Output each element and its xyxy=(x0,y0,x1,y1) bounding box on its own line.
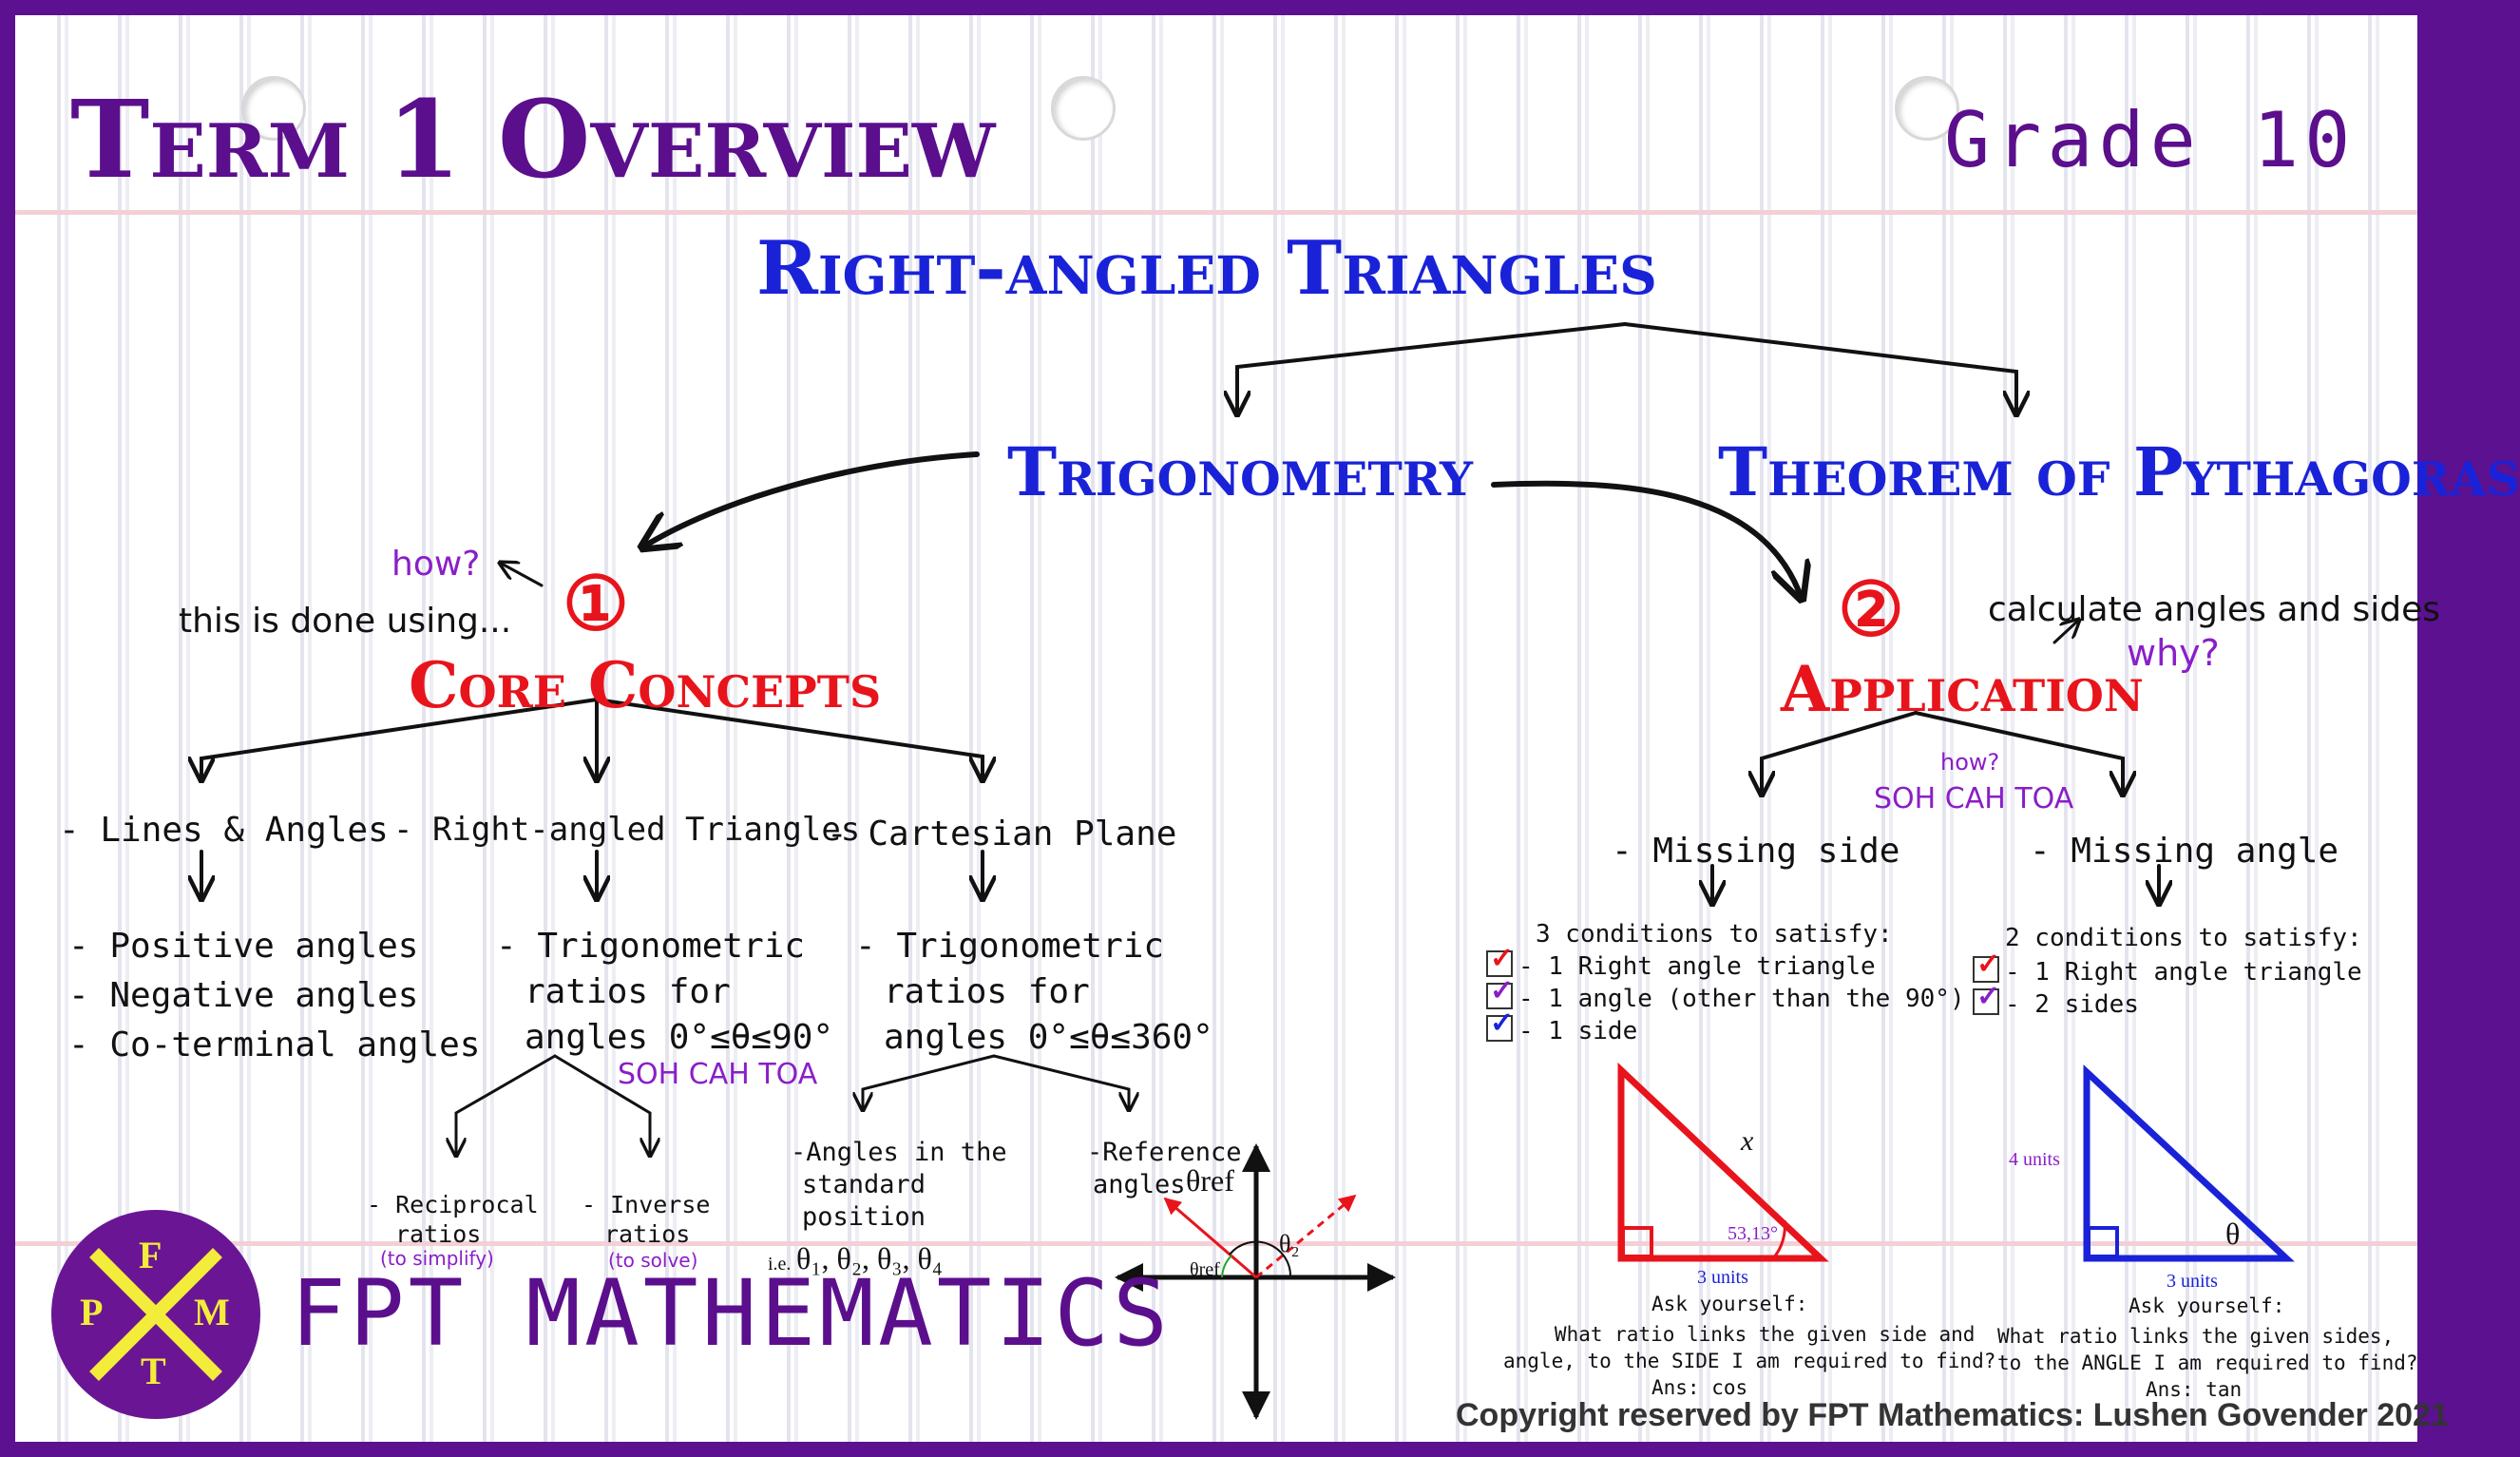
checkbox: ✓ xyxy=(1973,950,2000,983)
main-topic: Right-angled Triangles xyxy=(756,225,1657,312)
application-title: Application xyxy=(1781,652,2144,726)
side-conditions-title: 3 conditions to satisfy: xyxy=(1536,920,1893,949)
logo-letter-f: F xyxy=(139,1234,162,1276)
inverse-line: ratios xyxy=(604,1220,691,1249)
standard-line: standard xyxy=(802,1169,926,1199)
right-angled-heading: - Right-angled Triangles xyxy=(393,811,861,849)
standard-line: -Angles in the xyxy=(791,1138,1007,1167)
side-ask-label: Ask yourself: xyxy=(1651,1293,1808,1315)
why-label: why? xyxy=(2127,632,2220,674)
logo-cross-icon xyxy=(89,1248,222,1381)
standard-line: position xyxy=(802,1201,926,1232)
application-number-badge: ② xyxy=(1838,567,1904,651)
cartesian-diagram xyxy=(1115,1143,1396,1420)
side-condition: - 1 angle (other than the 90°) xyxy=(1518,985,1965,1013)
list-item: - Positive angles xyxy=(68,927,419,966)
logo-letter-m: M xyxy=(194,1291,230,1333)
theta-ref-label: θref xyxy=(1186,1163,1234,1198)
col3-line: ratios for xyxy=(884,972,1090,1011)
col2-line: ratios for xyxy=(525,972,731,1011)
brand-name: FPT MATHEMATICS xyxy=(291,1260,1172,1367)
reciprocal-line: - Reciprocal xyxy=(367,1191,539,1218)
fpt-logo: F P M T xyxy=(51,1210,260,1419)
blue-triangle xyxy=(2083,1064,2295,1262)
inverse-ratios: - Inverse ratios xyxy=(582,1190,710,1250)
standard-position-text: -Angles in the standard position xyxy=(791,1137,1007,1233)
checkbox: ✓ xyxy=(1973,983,2000,1015)
hyp-label: x xyxy=(1741,1125,1754,1157)
diagram-thetaref: θref xyxy=(1190,1259,1220,1280)
cartesian-heading: - Cartesian Plane xyxy=(827,815,1177,853)
reference-line: angles xyxy=(1093,1169,1186,1199)
calculate-label: calculate angles and sides xyxy=(1988,590,2440,629)
diagram-theta2: θ₂ xyxy=(1279,1230,1300,1257)
angle-answer: Ans: tan xyxy=(2146,1378,2243,1401)
trigonometry-label: Trigonometry xyxy=(1007,432,1473,511)
core-how-label: how? xyxy=(391,545,481,584)
copyright-notice: Copyright reserved by FPT Mathematics: L… xyxy=(1456,1397,2449,1433)
angle-ask-label: Ask yourself: xyxy=(2129,1294,2285,1317)
blue-height-label: 4 units xyxy=(2009,1149,2060,1170)
side-question: What ratio links the given side and angl… xyxy=(1503,1321,1995,1375)
logo-letter-p: P xyxy=(80,1291,104,1333)
missing-angle-heading: - Missing angle xyxy=(2030,832,2339,871)
application-how-label: how? xyxy=(1940,749,2000,776)
blue-base-label: 3 units xyxy=(2167,1271,2218,1292)
angle-question-line: What ratio links the given sides, xyxy=(1997,1325,2395,1348)
col3-line: - Trigonometric xyxy=(855,927,1165,966)
binder-hole xyxy=(241,76,306,141)
red-base-label: 3 units xyxy=(1697,1267,1748,1288)
list-item: - Negative angles xyxy=(68,976,419,1015)
done-using-label: this is done using... xyxy=(179,602,512,641)
logo-letter-t: T xyxy=(141,1350,166,1392)
soh-cah-toa-note: SOH CAH TOA xyxy=(618,1058,818,1091)
application-soh-label: SOH CAH TOA xyxy=(1874,782,2074,815)
worksheet-page: Term 1 Overview Grade 10 Right-angled Tr… xyxy=(15,15,2520,1442)
reference-line: -Reference xyxy=(1087,1138,1242,1167)
reciprocal-line: ratios xyxy=(395,1220,482,1249)
list-item: - Co-terminal angles xyxy=(68,1026,481,1064)
checkbox: ✓ xyxy=(1486,977,1514,1009)
grade-label: Grade 10 xyxy=(1944,96,2357,184)
side-question-line: What ratio links the given side and xyxy=(1554,1323,1976,1346)
angle-condition: - 2 sides xyxy=(2005,990,2139,1019)
pythagoras-label: Theorem of Pythagoras xyxy=(1718,432,2520,511)
page-title: Term 1 Overview xyxy=(70,78,996,202)
connector-lines xyxy=(15,322,2295,1420)
core-concepts-title: Core Concepts xyxy=(409,648,882,722)
side-answer: Ans: cos xyxy=(1651,1376,1748,1399)
checkbox: ✓ xyxy=(1486,1009,1514,1042)
side-condition: - 1 side xyxy=(1518,1017,1638,1045)
angle-question-line: to the ANGLE I am required to find? xyxy=(1997,1352,2418,1375)
blue-angle-label: θ xyxy=(2225,1217,2241,1251)
angle-question: What ratio links the given sides, to the… xyxy=(1997,1323,2418,1377)
angle-conditions-title: 2 conditions to satisfy: xyxy=(2005,924,2362,952)
reference-angles-text: -Reference angles xyxy=(1087,1137,1242,1201)
side-question-line: angle, to the SIDE I am required to find… xyxy=(1503,1350,1996,1373)
binder-hole xyxy=(1051,76,1116,141)
col2-line: - Trigonometric xyxy=(496,927,806,966)
red-triangle xyxy=(1617,1062,1829,1262)
core-number-badge: ① xyxy=(563,562,629,645)
col2-line: angles 0°≤θ≤90° xyxy=(525,1018,834,1057)
missing-side-heading: - Missing side xyxy=(1612,832,1900,871)
col3-line: angles 0°≤θ≤360° xyxy=(884,1018,1213,1057)
margin-line xyxy=(15,210,2417,215)
lines-angles-heading: - Lines & Angles xyxy=(59,811,389,850)
theta-list: θ₁, θ₂, θ₃, θ₄ xyxy=(796,1241,943,1275)
ie-label: i.e. xyxy=(768,1254,792,1275)
binder-hole xyxy=(1895,76,1959,141)
to-simplify-note: (to simplify) xyxy=(380,1247,494,1270)
inverse-line: - Inverse xyxy=(582,1191,711,1218)
reciprocal-ratios: - Reciprocal ratios xyxy=(367,1190,539,1250)
to-solve-note: (to solve) xyxy=(608,1249,698,1272)
side-condition: - 1 Right angle triangle xyxy=(1518,952,1876,981)
red-angle-label: 53,13° xyxy=(1728,1223,1778,1244)
angle-condition: - 1 Right angle triangle xyxy=(2005,958,2362,987)
checkbox: ✓ xyxy=(1486,945,1514,977)
